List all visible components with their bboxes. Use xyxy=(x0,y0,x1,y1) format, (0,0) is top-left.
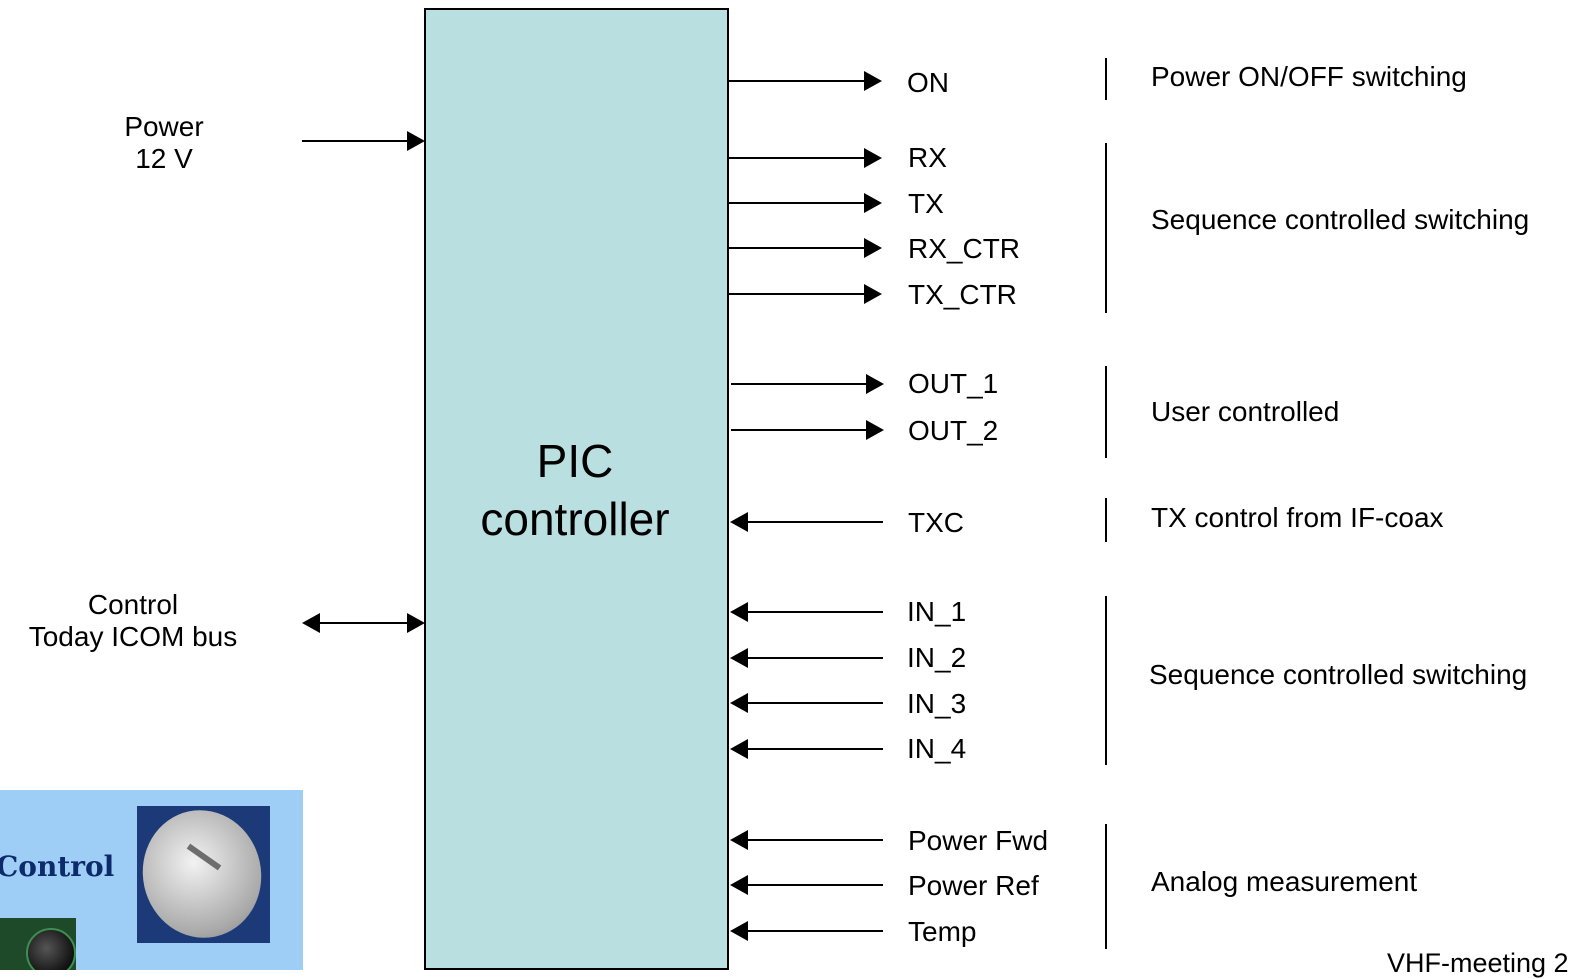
group-label: Power ON/OFF switching xyxy=(1151,61,1467,92)
pic-controller-block xyxy=(424,8,729,970)
signal-label: TXC xyxy=(908,507,964,538)
thumbnail-caption: Control xyxy=(0,850,115,883)
group-label: User controlled xyxy=(1151,396,1340,427)
control-thumbnail-image: Control xyxy=(0,790,303,970)
signal-label: RX xyxy=(908,142,947,173)
controller-title: PIC controller xyxy=(424,432,726,548)
signal-label: TX xyxy=(908,188,944,219)
group-label: Sequence controlled switching xyxy=(1151,204,1530,235)
footer-text: VHF-meeting 2 xyxy=(1387,948,1569,978)
signal-label: ON xyxy=(907,67,949,98)
group-label: Analog measurement xyxy=(1151,866,1418,897)
control-bus-head-left xyxy=(302,613,320,633)
radio-knob-icon xyxy=(0,918,76,970)
group-label: TX control from IF-coax xyxy=(1151,502,1444,533)
signal-label: IN_3 xyxy=(907,688,967,719)
power-arrow-head xyxy=(407,131,425,151)
controller-title-line2: controller xyxy=(480,493,670,545)
signal-label: Power Ref xyxy=(908,870,1039,901)
power-label: Power 12 V xyxy=(124,111,204,174)
input-arrows xyxy=(730,512,883,941)
signal-label: Power Fwd xyxy=(908,825,1049,856)
control-bus-label: Control Today ICOM bus xyxy=(28,589,238,652)
signal-label: IN_2 xyxy=(907,642,967,673)
signal-label: IN_1 xyxy=(907,596,967,627)
group-label: Sequence controlled switching xyxy=(1149,659,1528,690)
signal-label: Temp xyxy=(908,916,977,947)
signal-label: TX_CTR xyxy=(908,279,1017,310)
signal-label: OUT_1 xyxy=(908,368,999,399)
dish-antenna-icon xyxy=(137,806,270,943)
output-arrows xyxy=(728,71,884,440)
control-bus-head-right xyxy=(407,613,425,633)
signal-label: OUT_2 xyxy=(908,415,999,446)
signal-label: IN_4 xyxy=(907,733,967,764)
controller-title-line1: PIC xyxy=(536,435,614,487)
signal-label: RX_CTR xyxy=(908,233,1021,264)
